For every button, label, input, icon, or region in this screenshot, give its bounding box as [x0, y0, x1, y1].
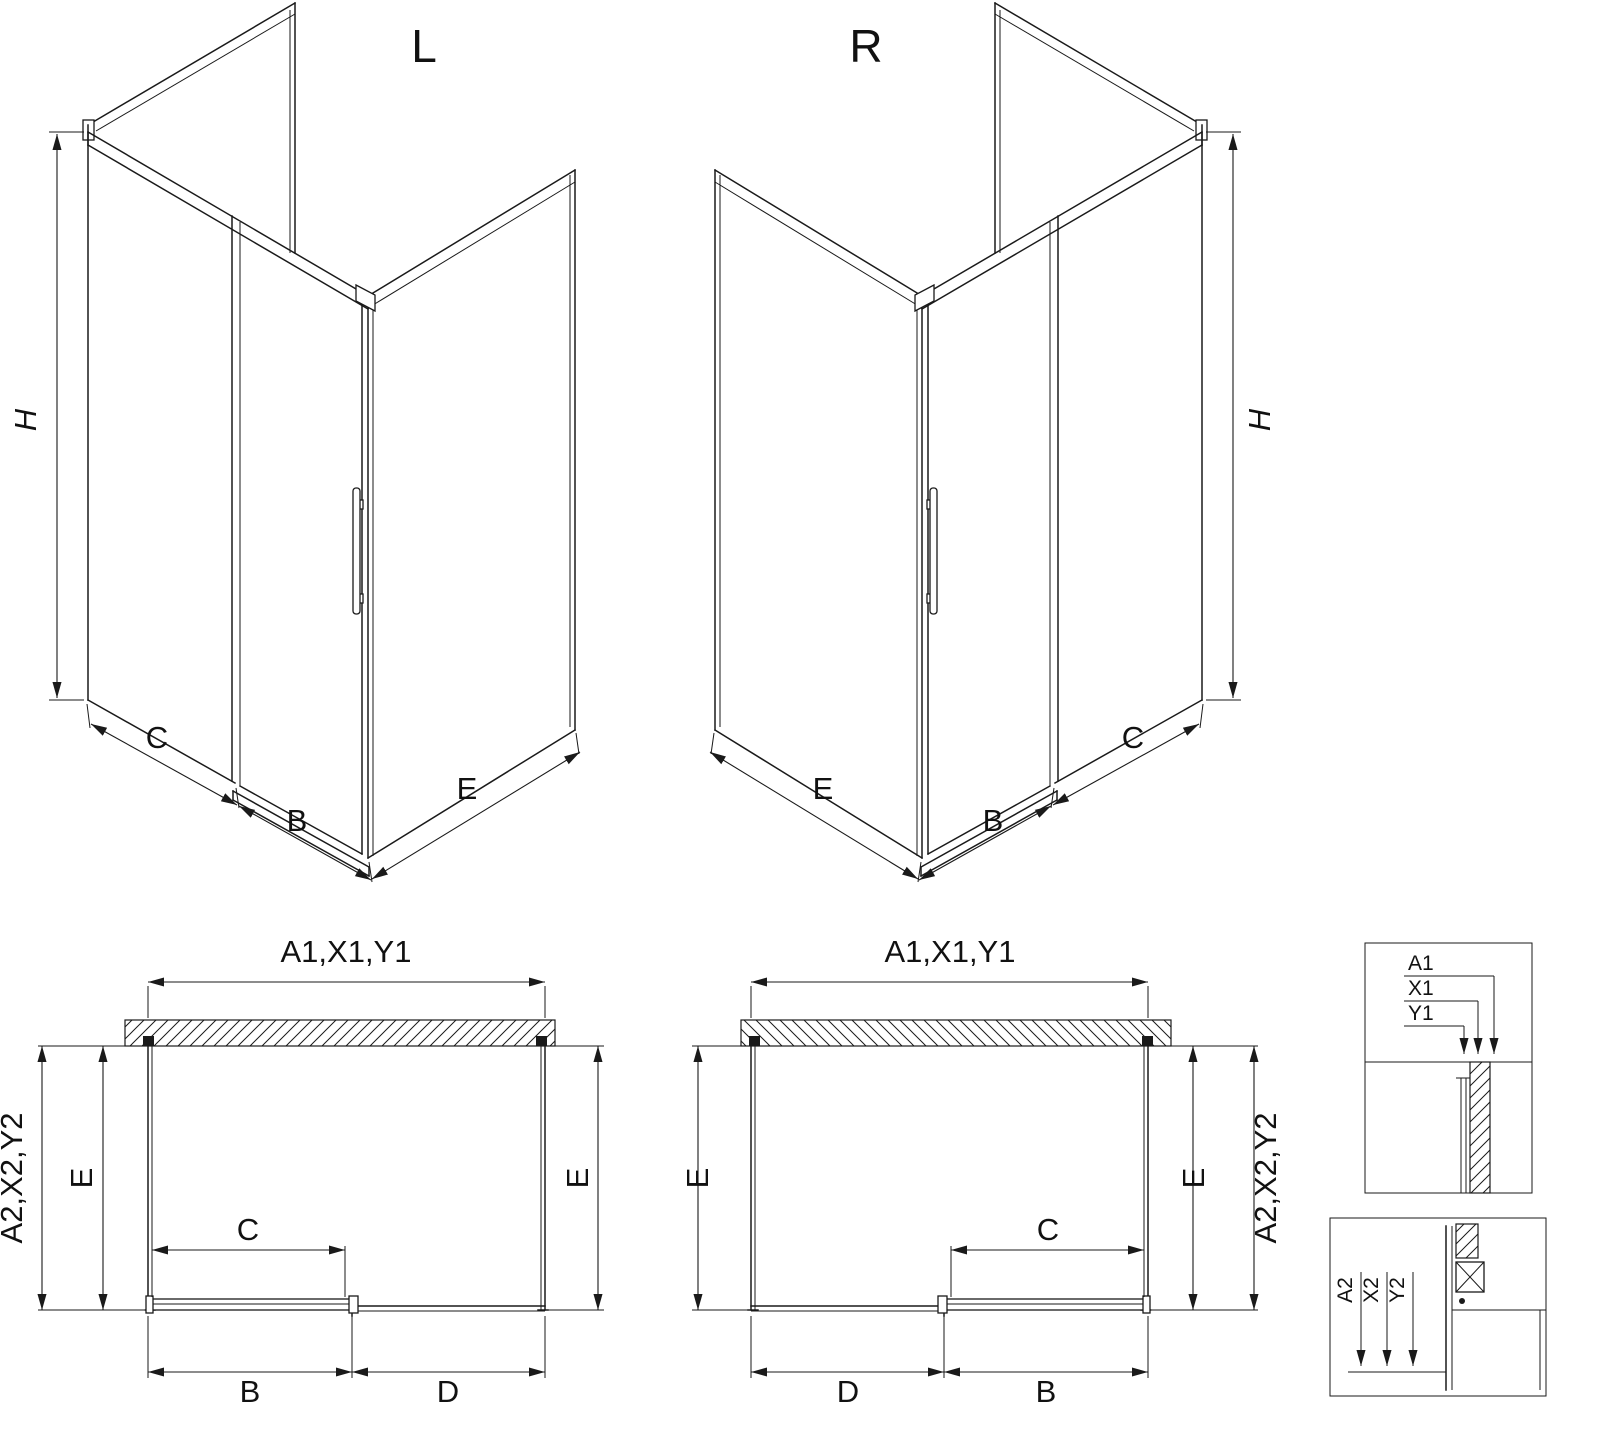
- dim-label-e-left: E: [64, 1168, 99, 1189]
- detail-label-a2: A2: [1334, 1277, 1357, 1303]
- detail-section-top: [1364, 942, 1533, 1194]
- dim-label-d: D: [437, 1374, 459, 1409]
- detail-label-y1: Y1: [1408, 1002, 1434, 1025]
- wall-hatch: [124, 1019, 556, 1047]
- dim-label-e-right: E: [560, 1168, 595, 1189]
- plan-right-labels: A1,X1,Y1 A2,X2,Y2 E E C D B: [680, 934, 1283, 1409]
- dim-label-e: E: [813, 771, 834, 806]
- top-rail: [86, 130, 370, 311]
- fastener-dot: [1459, 1298, 1465, 1304]
- dim-label-b: B: [240, 1374, 261, 1409]
- plan-left-labels: A1,X1,Y1 A2,X2,Y2 E E C B D: [0, 934, 595, 1409]
- rear-side-panel: [82, 1, 297, 254]
- detail-bottom-labels: A2 X2 Y2: [1334, 1277, 1409, 1303]
- detail-label-x2: X2: [1360, 1277, 1383, 1303]
- dim-label-d: D: [837, 1374, 859, 1409]
- variant-label-left: L: [411, 20, 437, 72]
- detail-top-labels: A1 X1 Y1: [1408, 952, 1434, 1025]
- detail-label-y2: Y2: [1386, 1277, 1409, 1303]
- dim-label-c: C: [1037, 1212, 1059, 1247]
- right-glass-panel: [536, 1036, 549, 1311]
- plan-dimension-lines: [37, 977, 604, 1378]
- dim-label-h: H: [8, 408, 43, 431]
- sliding-door-bar: [145, 1295, 359, 1314]
- detail-label-a1: A1: [1408, 952, 1434, 975]
- dim-label-b: B: [983, 803, 1004, 838]
- detail-frame: [1364, 942, 1533, 1194]
- dim-label-e-right: E: [1176, 1168, 1211, 1189]
- dim-label-h: H: [1242, 408, 1277, 431]
- variant-label-right: R: [849, 20, 882, 72]
- left-glass-panel: [143, 1036, 156, 1311]
- corner-bracket: [355, 283, 376, 313]
- wall-section-hatch: [1455, 1223, 1479, 1259]
- plan-enclosure-linework: [37, 977, 604, 1378]
- dim-label-b: B: [287, 803, 308, 838]
- fixed-front-panel: [86, 124, 241, 786]
- front-fixed-segment: [351, 1297, 546, 1317]
- iso-left-labels: L H C B E: [8, 20, 477, 838]
- dim-label-a1x1y1: A1,X1,Y1: [281, 934, 412, 969]
- dim-label-c: C: [237, 1212, 259, 1247]
- dim-label-e-left: E: [680, 1168, 715, 1189]
- iso-enclosure-linework: [49, 1, 581, 883]
- dim-label-a2x2y2: A2,X2,Y2: [0, 1113, 29, 1244]
- iso-right-linework: [710, 3, 1241, 882]
- dim-label-a1x1y1: A1,X1,Y1: [885, 934, 1016, 969]
- iso-right-labels: R H C B E: [813, 20, 1277, 838]
- iso-dimension-lines: [49, 131, 581, 883]
- wall-section-hatch: [1469, 1061, 1491, 1194]
- plan-right-linework: [692, 982, 1258, 1378]
- dim-label-b: B: [1036, 1374, 1057, 1409]
- detail-section-bottom: [1329, 1217, 1547, 1397]
- wall-fixing: [143, 1036, 154, 1046]
- wall-fixing: [536, 1036, 547, 1046]
- dim-label-e: E: [457, 771, 478, 806]
- door-handle-icon: [352, 487, 364, 615]
- dim-label-c: C: [146, 720, 168, 755]
- dim-label-a2x2y2: A2,X2,Y2: [1248, 1113, 1283, 1244]
- detail-label-x1: X1: [1408, 977, 1434, 1000]
- detail-frame: [1329, 1217, 1547, 1397]
- right-side-panel: [366, 168, 577, 860]
- dim-label-c: C: [1122, 720, 1144, 755]
- corner-post: [367, 295, 374, 859]
- sliding-door: [238, 291, 364, 856]
